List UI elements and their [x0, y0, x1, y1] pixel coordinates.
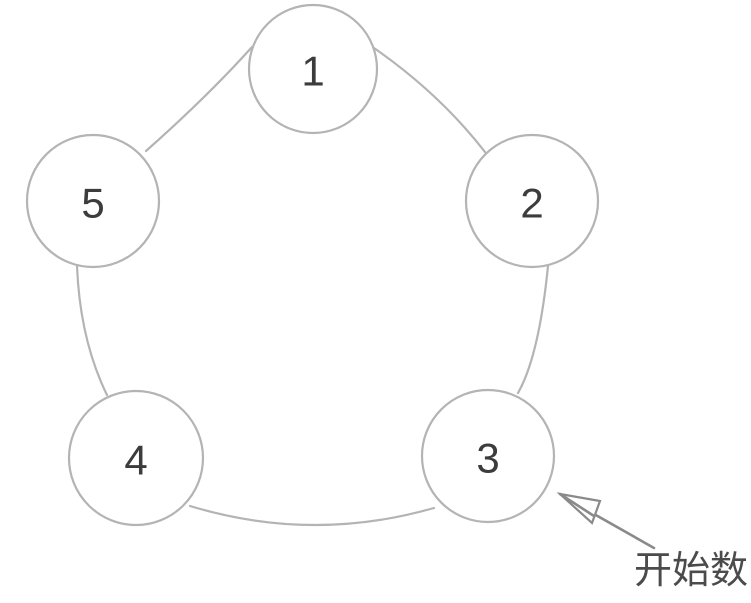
edge-4-to-5 [75, 264, 109, 397]
node-2-circle[interactable] [464, 133, 600, 269]
start-pointer-arrow [556, 492, 656, 550]
node-2-label: 2 [520, 180, 543, 227]
node-3[interactable]: 3 [420, 388, 556, 524]
node-3-label: 3 [476, 435, 499, 482]
edge-group [75, 45, 550, 527]
node-group: 1 2 3 4 5 [25, 3, 600, 527]
arrow-shaft-line [592, 512, 656, 550]
node-4-label: 4 [124, 437, 147, 484]
edge-2-to-3 [516, 264, 550, 395]
arrow-head-inner-line [558, 492, 596, 518]
node-1-label: 1 [301, 48, 324, 95]
start-number-annotation-label: 开始数 [634, 548, 749, 592]
node-5-circle[interactable] [25, 133, 161, 269]
node-5-label: 5 [81, 180, 104, 227]
node-5[interactable]: 5 [25, 133, 161, 269]
node-4-circle[interactable] [67, 389, 205, 527]
edge-3-to-4 [188, 504, 436, 527]
node-3-circle[interactable] [420, 388, 556, 524]
node-1[interactable]: 1 [247, 3, 379, 135]
node-4[interactable]: 4 [67, 389, 205, 527]
node-2[interactable]: 2 [464, 133, 600, 269]
edge-5-to-1 [144, 45, 254, 153]
edge-1-to-2 [372, 46, 487, 154]
node-1-circle[interactable] [247, 3, 379, 135]
